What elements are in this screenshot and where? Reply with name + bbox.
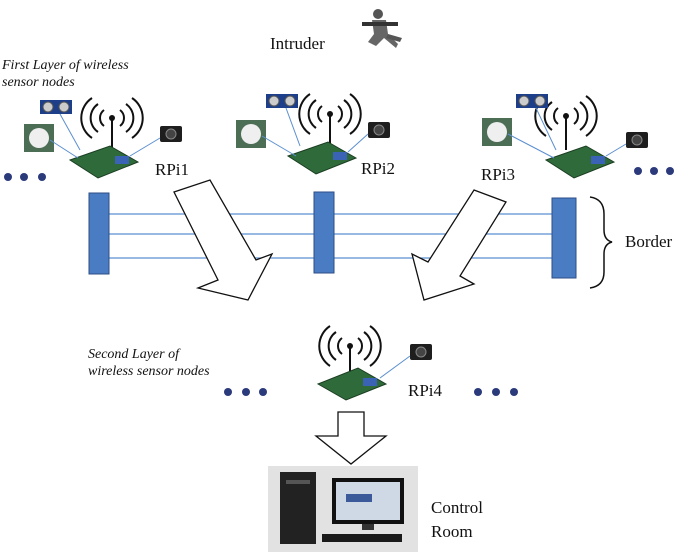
ellipsis-left-icon xyxy=(224,388,267,396)
pir-sensor-icon xyxy=(482,118,512,146)
layer1-label-line2: sensor nodes xyxy=(2,75,75,90)
border-pillar-middle xyxy=(313,191,335,274)
ellipsis-right-icon xyxy=(634,167,674,175)
arrow-rpi3-to-rpi4 xyxy=(411,189,507,301)
border-pillar-right xyxy=(551,197,577,279)
node-label-rpi2: RPi2 xyxy=(361,159,396,178)
layer2-label-line1: Second Layer of xyxy=(88,347,179,362)
camera-icon xyxy=(626,132,648,148)
intruder-label: Intruder xyxy=(270,34,325,53)
ultrasonic-sensor-icon xyxy=(40,100,72,114)
antenna-icon xyxy=(318,325,382,378)
raspberry-pi-board-icon xyxy=(68,145,140,179)
raspberry-pi-board-icon xyxy=(544,145,616,179)
intruder-icon xyxy=(362,9,402,48)
layer2-label-line2: wireless sensor nodes xyxy=(88,364,210,379)
raspberry-pi-board-icon xyxy=(286,141,358,175)
control-room-computer-icon xyxy=(268,466,418,552)
control-room-label-line1: Control xyxy=(431,498,483,517)
node-label-rpi1: RPi1 xyxy=(155,160,190,179)
camera-icon xyxy=(368,122,390,138)
control-room-label: Control Room xyxy=(431,496,483,544)
ultrasonic-sensor-icon xyxy=(516,94,548,108)
ellipsis-left-icon xyxy=(4,173,46,181)
ultrasonic-sensor-icon xyxy=(266,94,298,108)
arrow-rpi1-to-rpi4 xyxy=(173,179,274,301)
layer1-label-line1: First Layer of wireless xyxy=(2,58,129,73)
node-rpi1-icon xyxy=(24,97,182,179)
antenna-icon xyxy=(298,93,362,146)
border-pillar-left xyxy=(88,192,110,275)
ellipsis-right-icon xyxy=(474,388,518,396)
border-brace xyxy=(589,196,613,289)
layer1-label: First Layer of wireless sensor nodes xyxy=(2,57,192,91)
pir-sensor-icon xyxy=(24,124,54,152)
antenna-icon xyxy=(80,97,144,150)
node-label-rpi3: RPi3 xyxy=(481,165,516,184)
raspberry-pi-board-icon xyxy=(316,367,388,401)
node-label-rpi4: RPi4 xyxy=(408,381,443,400)
node-rpi4-icon xyxy=(316,325,432,401)
control-room-label-line2: Room xyxy=(431,522,473,541)
border-label: Border xyxy=(625,232,673,251)
node-rpi3-icon xyxy=(482,94,648,179)
pir-sensor-icon xyxy=(236,120,266,148)
camera-icon xyxy=(160,126,182,142)
camera-icon xyxy=(410,344,432,360)
arrow-rpi4-to-control-room xyxy=(314,411,388,465)
layer2-label: Second Layer of wireless sensor nodes xyxy=(88,346,258,380)
node-rpi2-icon xyxy=(236,93,390,175)
